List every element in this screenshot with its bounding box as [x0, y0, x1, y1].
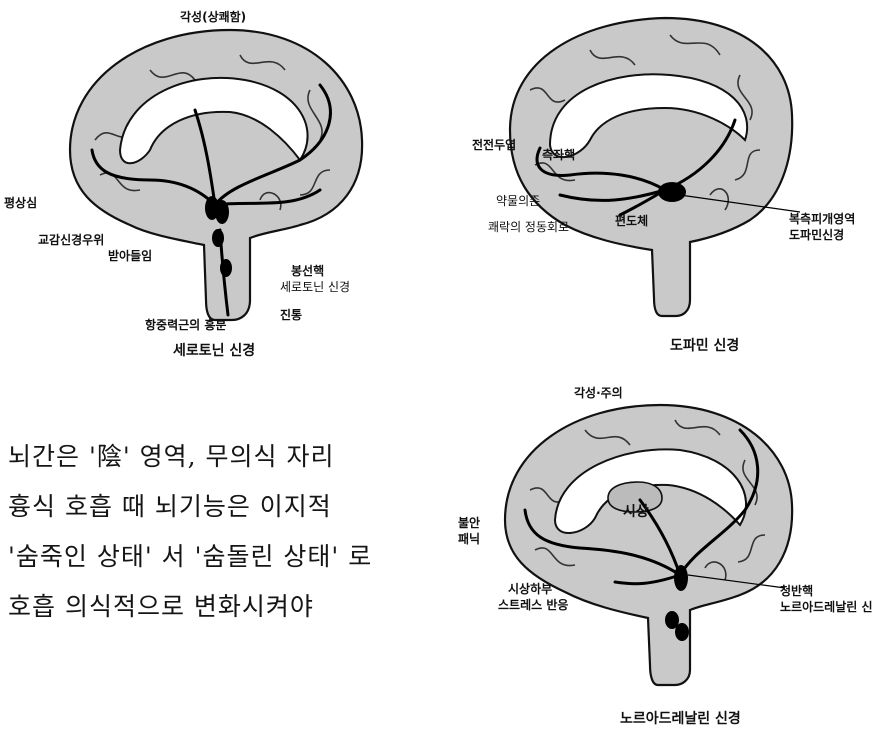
raphe-nucleus-4 — [220, 259, 232, 277]
headline-line-2: 흉식 호흡 때 뇌기능은 이지적 — [8, 482, 408, 532]
acceptance-label: 받아들임 — [108, 247, 152, 264]
panic-label: 패닉 — [458, 530, 480, 547]
composure-label: 평상심 — [4, 194, 37, 211]
raphe-label: 봉선핵 — [291, 262, 324, 279]
sympathetic-label: 교감신경우위 — [38, 231, 104, 248]
serotonin-neuron-label: 세로토닌 신경 — [280, 278, 350, 295]
analgesia-label: 진통 — [280, 306, 302, 323]
article-headline: 뇌간은 '陰' 영역, 무의식 자리 흉식 호흡 때 뇌기능은 이지적 '숨죽인… — [8, 432, 408, 632]
stress-response-label: 스트레스 반응 — [498, 596, 568, 613]
raphe-nucleus-2 — [215, 200, 229, 224]
thalamus-label: 시상 — [623, 501, 649, 521]
antigravity-label: 항중력근의 흥분 — [145, 316, 226, 333]
noradrenaline-neuron-label: 노르아드레날린 신 — [780, 598, 873, 615]
brainstem-nucleus-2 — [675, 623, 689, 641]
noradrenaline-diagram: 각성·주의 불안 패닉 시상 시상하부 스트레스 반응 청반핵 노르아드레날린 … — [440, 370, 883, 730]
hypothalamus-label: 시상하부 — [508, 580, 552, 597]
serotonin-brain-illustration — [0, 0, 440, 370]
serotonin-diagram: 각성(상쾌함) 평상심 교감신경우위 받아들임 봉선핵 세로토닌 신경 진통 항… — [0, 0, 440, 370]
headline-line-3: '숨죽인 상태' 서 '숨돌린 상태' 로 — [8, 532, 408, 582]
vta-label: 복측피개영역 — [789, 210, 855, 227]
locus-coeruleus-label: 청반핵 — [780, 582, 813, 599]
anxiety-label: 불안 — [458, 514, 480, 531]
addiction-label: 약물의존 — [496, 192, 540, 209]
headline-line-4: 호흡 의식적으로 변화시켜야 — [8, 582, 408, 632]
dopamine-brain-illustration — [440, 0, 883, 370]
headline-line-1: 뇌간은 '陰' 영역, 무의식 자리 — [8, 432, 408, 482]
noradrenaline-caption: 노르아드레날린 신경 — [620, 708, 741, 728]
noradrenaline-brain-illustration — [440, 370, 883, 730]
dopamine-caption: 도파민 신경 — [670, 335, 739, 355]
dopamine-neuron-label: 도파민신경 — [789, 226, 844, 243]
ventral-tegmental-area — [658, 182, 686, 202]
amygdala-label: 편도체 — [615, 212, 648, 229]
prefrontal-label: 전전두엽 — [472, 136, 516, 153]
raphe-nucleus-3 — [212, 229, 224, 247]
dopamine-diagram: 전전두엽 측좌핵 약물의존 쾌락의 정동회로 편도체 복측피개영역 도파민신경 … — [440, 0, 883, 370]
serotonin-caption: 세로토닌 신경 — [173, 340, 255, 360]
accumbens-label: 측좌핵 — [542, 146, 575, 163]
alertness-label: 각성·주의 — [574, 384, 623, 401]
locus-coeruleus — [674, 565, 688, 591]
arousal-label: 각성(상쾌함) — [180, 8, 246, 25]
reward-circuit-label: 쾌락의 정동회로 — [488, 218, 569, 235]
